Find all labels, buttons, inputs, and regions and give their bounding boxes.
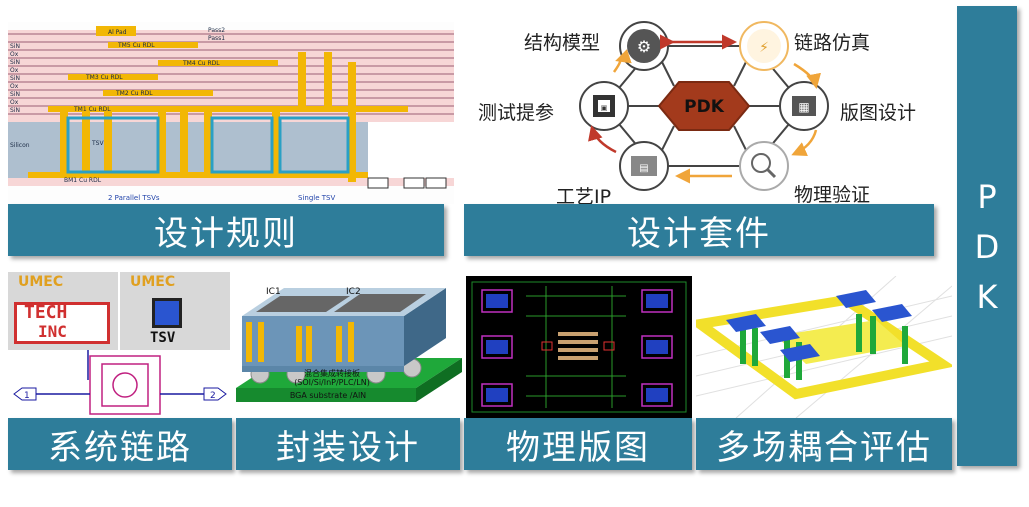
svg-text:Ox: Ox [10,99,19,106]
bm1-label: BM1 Cu RDL [64,177,102,184]
tsv-text: TSV [150,330,176,346]
substrate-label: BGA substrate /AlN [290,391,366,400]
svg-text:Ox: Ox [10,67,19,74]
ic1-label: IC1 [266,287,281,297]
label-physical-verify: 物理验证 [794,184,871,204]
circuit-icon: ⚡ [759,40,769,56]
port-1-label: 1 [24,391,30,401]
chip-icon: ▣ [601,104,608,112]
bar-physical-layout[interactable]: 物理版图 [464,418,692,470]
umec-logo-text-2: UMEC [130,274,176,290]
hex-svg: PDK ⚙ ⚡ ▣ ▦ ▤ [579,21,829,191]
pass1-label: Pass1 [208,35,225,42]
package-svg: IC1 IC2 混合集成转接板 (SOI/Si/InP/PLC/LN) BGA … [236,287,462,402]
package-design-image: IC1 IC2 混合集成转接板 (SOI/Si/InP/PLC/LN) BGA … [236,276,462,418]
single-tsv-label: Single TSV [298,194,335,202]
svg-text:SiN: SiN [10,91,20,98]
gear-icon: ⚙ [637,37,651,56]
svg-text:Ox: Ox [10,51,19,58]
umec-logo-text-1: UMEC [18,274,64,290]
bar-multiphysics[interactable]: 多场耦合评估 [696,418,952,470]
bar-system-link[interactable]: 系统链路 [8,418,232,470]
label-test-extract: 测试提参 [478,102,555,124]
svg-text:Ox: Ox [10,83,19,90]
process-board-icon: ▤ [639,163,648,174]
pdk-letter-p: P [977,178,997,216]
bar-design-rules[interactable]: 设计规则 [8,204,444,256]
label-process-ip: 工艺IP [556,186,612,204]
pdk-letter-d: D [974,228,1000,266]
hex-center-label: PDK [684,97,725,117]
svg-text:SiN: SiN [10,75,20,82]
bar-package-design[interactable]: 封装设计 [236,418,460,470]
svg-text:SiN: SiN [10,107,20,114]
multiphysics-svg [696,276,952,418]
pdk-letter-k: K [976,278,998,316]
physical-layout-image [466,276,692,418]
schematic-svg: 1 2 [13,350,227,415]
port-2-label: 2 [210,391,216,401]
bar-pdk-vertical[interactable]: P D K [957,6,1017,466]
tsv-logo: UMEC TSV [120,272,230,350]
svg-text:SiN: SiN [10,43,20,50]
tm1-label: TM1 Cu RDL [73,106,111,113]
two-tsv-label: 2 Parallel TSVs [108,194,160,202]
bar-design-kit[interactable]: 设计套件 [464,204,934,256]
pdk-hex-diagram: PDK ⚙ ⚡ ▣ ▦ ▤ [464,6,954,204]
ic2-label: IC2 [346,287,361,297]
interposer-label: 混合集成转接板 [304,368,360,378]
tm2-label: TM2 Cu RDL [115,90,153,97]
label-link-sim: 链路仿真 [794,32,871,54]
tm4-label: TM4 Cu RDL [182,60,220,67]
tm3-label: TM3 Cu RDL [85,74,123,81]
al-pad-label: Al Pad [108,29,127,36]
layout-grid-icon: ▦ [798,100,809,114]
inc-text: INC [38,322,67,341]
layout-svg [471,281,687,413]
magnifier-icon [765,167,777,179]
tech-text: TECH [24,302,68,323]
tsv-label: TSV [91,140,104,147]
interposer-sub-label: (SOI/Si/InP/PLC/LN) [294,378,370,387]
silicon-label: Silicon [10,142,30,149]
tm5-label: TM5 Cu RDL [117,42,155,49]
tech-inc-logo: UMEC TECH INC [8,272,118,350]
multiphysics-image [696,276,952,418]
system-link-image: UMEC TECH INC UMEC TSV 1 2 [8,272,232,418]
label-structure-model: 结构模型 [524,32,601,54]
label-layout-design: 版图设计 [840,102,917,124]
svg-text:SiN: SiN [10,59,20,66]
pass2-label: Pass2 [208,27,225,34]
